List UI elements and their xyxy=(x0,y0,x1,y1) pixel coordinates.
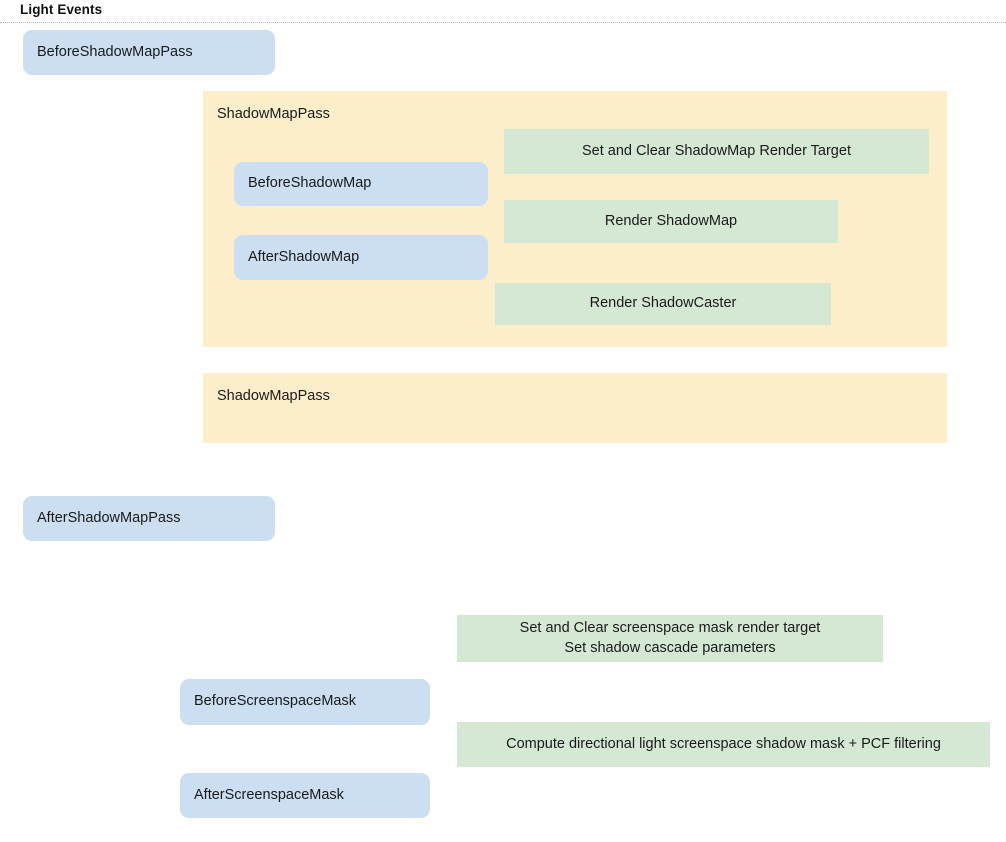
operation-label: Set and Clear ShadowMap Render Target xyxy=(582,142,851,159)
operation-label: Render ShadowMap xyxy=(604,212,738,229)
event-label: AfterShadowMapPass xyxy=(37,509,181,526)
page-title: Light Events xyxy=(20,2,103,17)
group-label: ShadowMapPass xyxy=(217,388,330,404)
event-label: BeforeShadowMapPass xyxy=(37,43,193,60)
operation-label: Compute directional light screenspace sh… xyxy=(506,735,941,752)
operation-render-shadowmap[interactable]: Render ShadowMap xyxy=(504,200,838,243)
group-label: ShadowMapPass xyxy=(217,106,330,122)
group-shadow-map-pass-2: ShadowMapPass xyxy=(203,373,947,443)
operation-label: Render ShadowCaster xyxy=(589,295,737,312)
operation-compute-directional-mask[interactable]: Compute directional light screenspace sh… xyxy=(457,722,990,767)
event-before-shadow-map-pass[interactable]: BeforeShadowMapPass xyxy=(23,30,275,75)
header-divider xyxy=(0,22,1006,23)
event-after-screenspace-mask[interactable]: AfterScreenspaceMask xyxy=(180,773,430,818)
event-label: BeforeScreenspaceMask xyxy=(194,693,356,710)
event-after-shadow-map[interactable]: AfterShadowMap xyxy=(234,235,488,280)
operation-render-shadowcaster[interactable]: Render ShadowCaster xyxy=(495,283,831,325)
operation-label: Set and Clear screenspace mask render ta… xyxy=(519,620,821,656)
event-label: AfterScreenspaceMask xyxy=(194,786,344,803)
event-after-shadow-map-pass[interactable]: AfterShadowMapPass xyxy=(23,496,275,541)
operation-set-clear-shadowmap-render-target[interactable]: Set and Clear ShadowMap Render Target xyxy=(504,129,929,174)
operation-set-clear-screenspace-mask[interactable]: Set and Clear screenspace mask render ta… xyxy=(457,615,883,662)
event-before-shadow-map[interactable]: BeforeShadowMap xyxy=(234,162,488,206)
event-before-screenspace-mask[interactable]: BeforeScreenspaceMask xyxy=(180,679,430,725)
event-label: BeforeShadowMap xyxy=(248,175,372,192)
event-label: AfterShadowMap xyxy=(248,248,360,265)
